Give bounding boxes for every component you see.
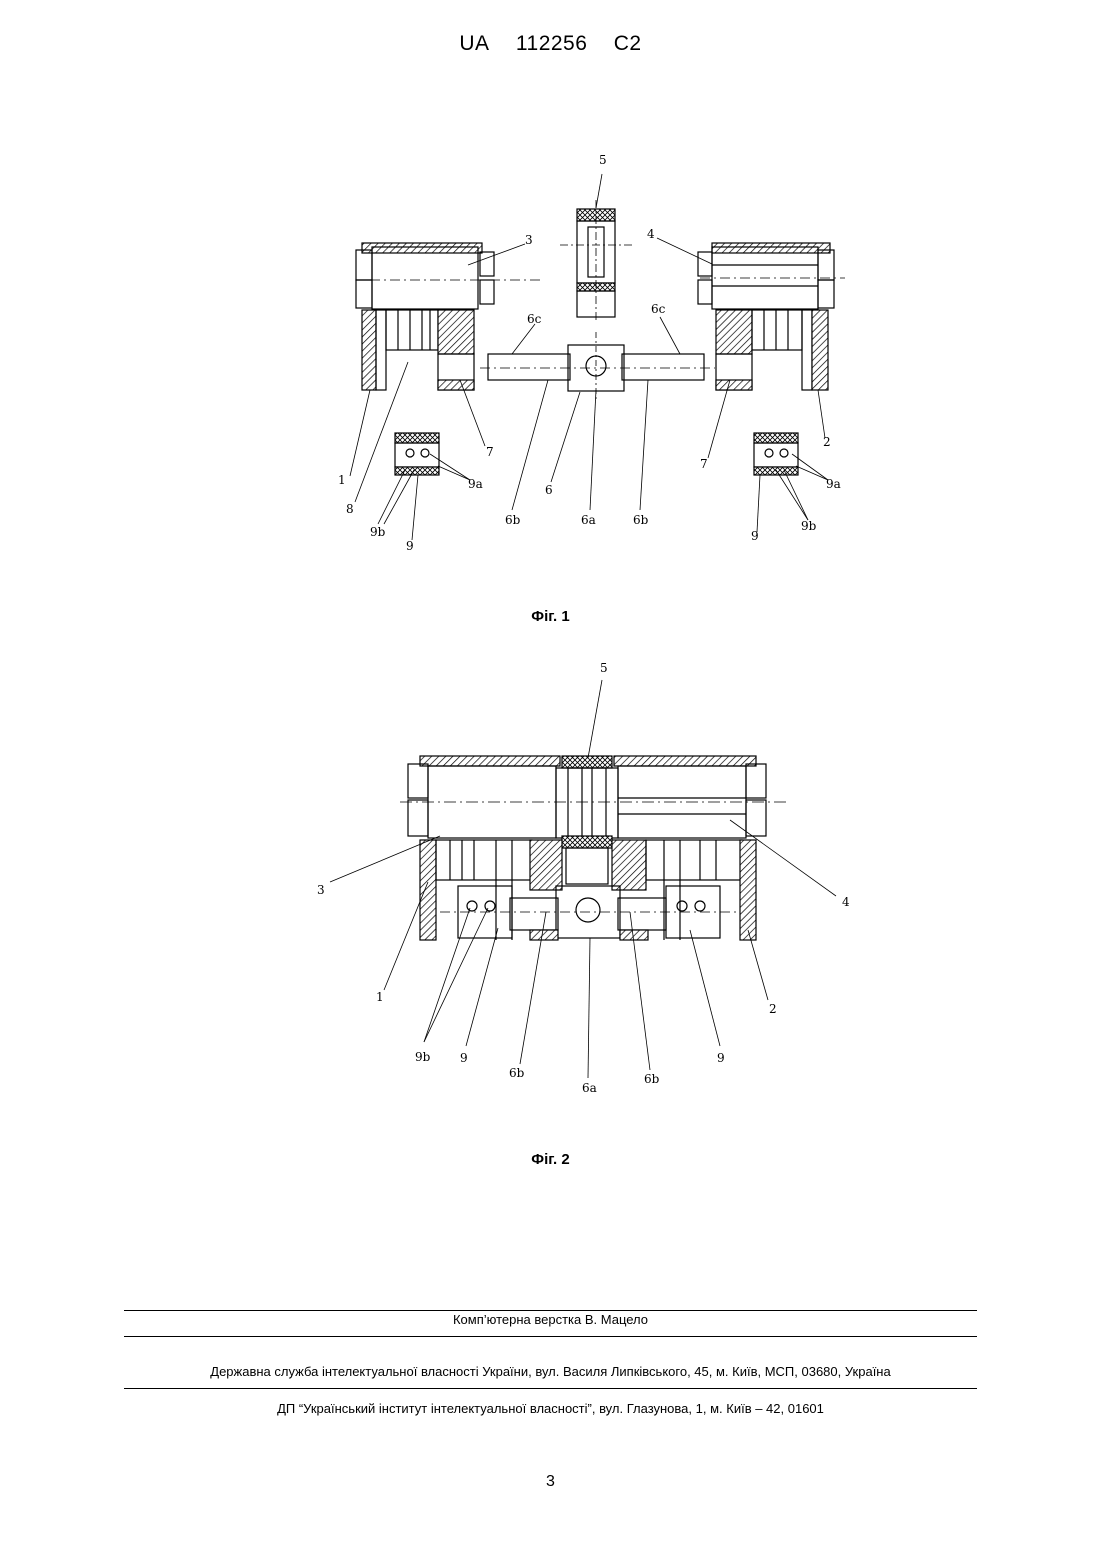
fig2-label: 2 xyxy=(769,1002,777,1016)
fig1-label: 6b xyxy=(633,513,649,527)
fig1-label: 4 xyxy=(647,227,655,241)
fig2-label: 5 xyxy=(600,661,608,675)
patent-country: UA xyxy=(459,32,489,55)
fig1-label: 6a xyxy=(581,513,596,527)
fig2-label: 6a xyxy=(582,1081,597,1095)
fig2-label: 9b xyxy=(415,1050,431,1064)
fig1-label: 1 xyxy=(338,473,346,487)
fig1-label: 6b xyxy=(505,513,521,527)
fig1-label: 9 xyxy=(751,529,759,543)
patent-kind: C2 xyxy=(614,32,642,55)
figure-1-caption: Фіг. 1 xyxy=(0,608,1101,625)
fig2-label: 4 xyxy=(842,895,850,909)
fig2-label: 1 xyxy=(376,990,384,1004)
fig2-label: 6b xyxy=(644,1072,660,1086)
fig1-label: 8 xyxy=(346,502,354,516)
fig1-label: 9a xyxy=(468,477,483,491)
fig2-label: 3 xyxy=(317,883,325,897)
patent-header: UA 112256 C2 xyxy=(0,32,1101,56)
fig1-label: 9b xyxy=(801,519,817,533)
fig1-label: 5 xyxy=(599,153,607,167)
fig1-label: 3 xyxy=(525,233,533,247)
figure-1-drawing: 5 3 4 6c 6c 1 8 7 7 2 9a 9a 9b 9b 9 9 6 … xyxy=(0,140,1101,580)
footer-layout-credit: Комп’ютерна верстка В. Мацело xyxy=(0,1312,1101,1327)
footer-rule-top xyxy=(124,1310,977,1311)
fig1-label: 7 xyxy=(700,457,708,471)
fig1-label: 7 xyxy=(486,445,494,459)
fig1-label: 9a xyxy=(826,477,841,491)
page-number: 3 xyxy=(0,1473,1101,1491)
fig1-label: 6 xyxy=(545,483,553,497)
figure-2-drawing: 5 3 4 1 2 9b 9 6b 6a 6b 9 xyxy=(0,650,1101,1100)
footer-rule-middle xyxy=(124,1336,977,1337)
footer-service-address: Державна служба інтелектуальної власност… xyxy=(0,1364,1101,1379)
patent-number: 112256 xyxy=(516,32,588,55)
footer-rule-bottom xyxy=(124,1388,977,1389)
fig1-label: 6c xyxy=(527,312,542,326)
fig2-label: 9 xyxy=(717,1051,725,1065)
fig2-label: 9 xyxy=(460,1051,468,1065)
footer-institute-address: ДП “Український інститут інтелектуальної… xyxy=(0,1401,1101,1416)
fig1-label: 2 xyxy=(823,435,831,449)
figure-2-caption: Фіг. 2 xyxy=(0,1151,1101,1168)
fig2-label: 6b xyxy=(509,1066,525,1080)
fig1-label: 9b xyxy=(370,525,386,539)
fig1-label: 6c xyxy=(651,302,666,316)
fig1-label: 9 xyxy=(406,539,414,553)
